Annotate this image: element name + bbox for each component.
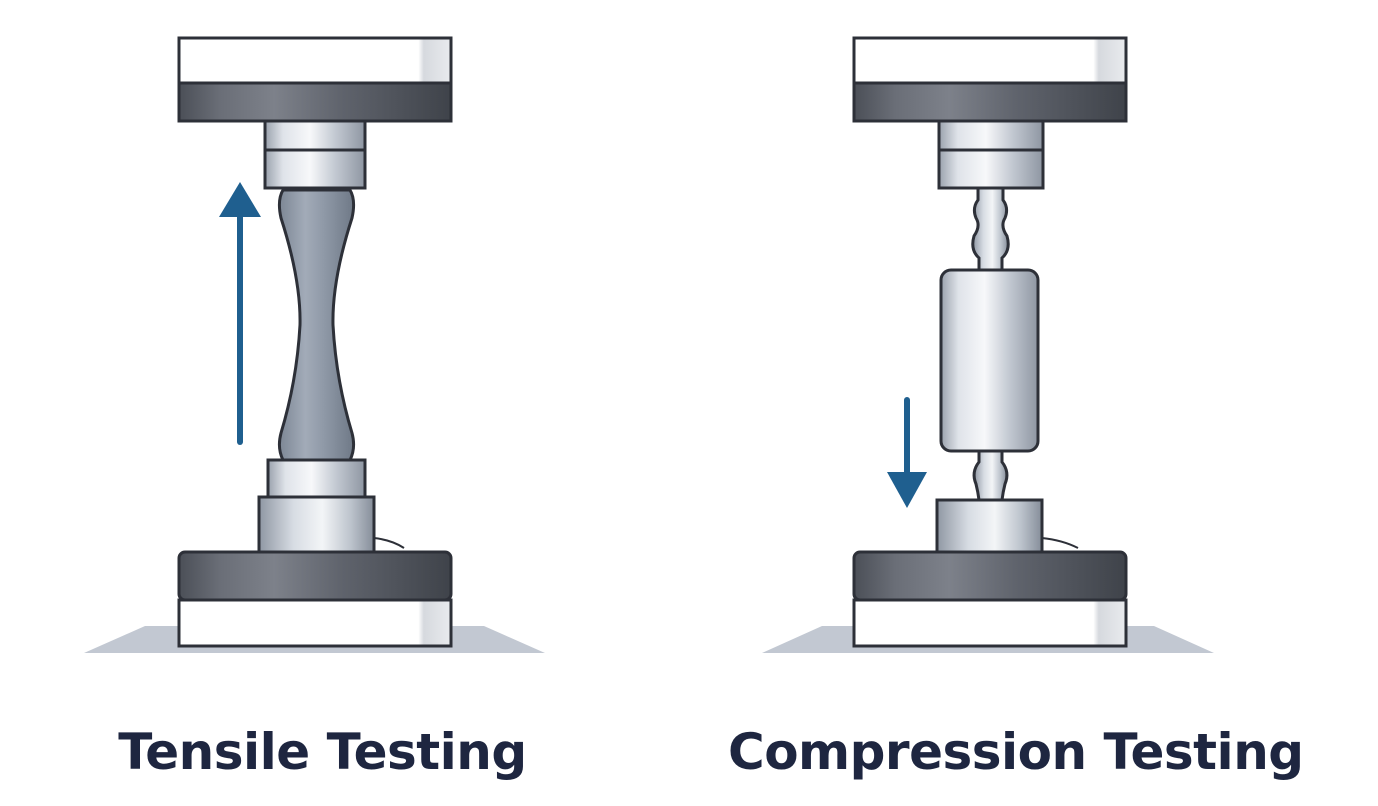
tensile-testing-title: Tensile Testing bbox=[118, 723, 527, 781]
compression-base bbox=[762, 550, 1214, 653]
compression-testing-machine bbox=[762, 36, 1214, 653]
tensile-top-crosshead bbox=[177, 36, 453, 123]
arrow-down-icon bbox=[887, 397, 927, 508]
tensile-lower-grip bbox=[257, 458, 405, 556]
tensile-base bbox=[84, 550, 545, 653]
compression-testing-title: Compression Testing bbox=[728, 723, 1304, 781]
tensile-specimen bbox=[277, 188, 356, 462]
compression-specimen bbox=[939, 268, 1040, 453]
compression-lower-grip bbox=[935, 498, 1079, 556]
compression-upper-grip bbox=[937, 119, 1045, 190]
compression-top-crosshead bbox=[852, 36, 1128, 123]
compression-lower-rod bbox=[972, 449, 1009, 502]
tensile-testing-machine bbox=[84, 36, 545, 653]
compression-upper-rod bbox=[971, 186, 1010, 272]
arrow-up-icon bbox=[219, 182, 261, 445]
tensile-upper-grip bbox=[263, 119, 367, 190]
